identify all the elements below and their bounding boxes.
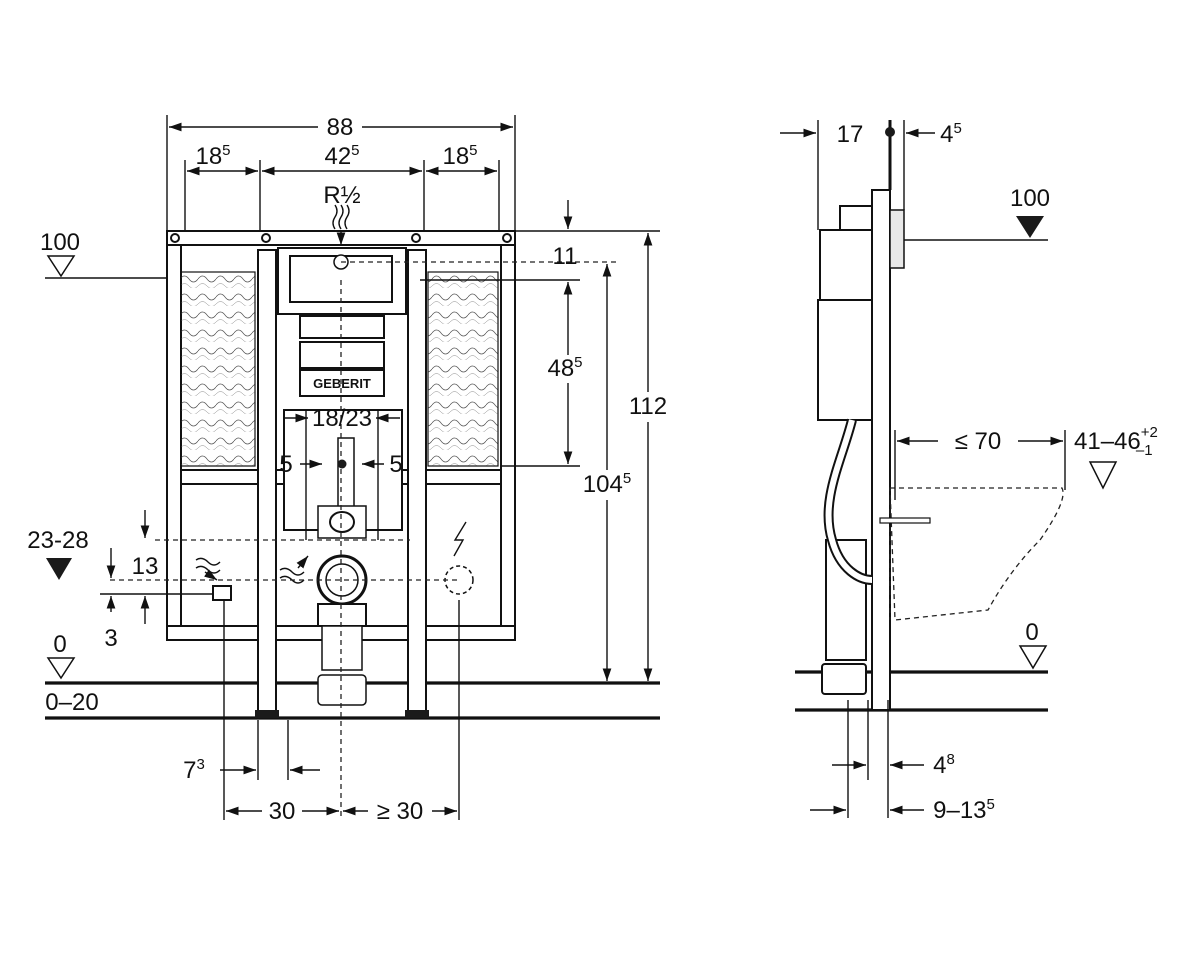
tap-fitting [212, 585, 232, 601]
drain-pipe [316, 554, 368, 706]
dim-floor-to-supply: 1045 [583, 470, 631, 498]
dim-flush-plate: 485 [547, 354, 582, 382]
water-symbol [332, 204, 350, 230]
dim-width-total: 88 [327, 114, 354, 141]
dim-4-5: 45 [940, 120, 962, 148]
level-top-label: 100 [40, 229, 80, 256]
dim-foot: 73 [183, 756, 205, 784]
level-top-marker [46, 255, 76, 278]
dim-30: 30 [269, 798, 296, 825]
level-floor-label: 0 [53, 631, 66, 658]
side-flush-plate [889, 209, 905, 269]
side-view: 17 45 100 ≤ 70 41–46+2–1 0 48 9–135 [780, 120, 1158, 824]
water-inlet-symbol-left [195, 557, 221, 574]
dim-center-bay: 425 [324, 142, 359, 170]
dim-ge-30: ≥ 30 [377, 798, 424, 825]
dim-bolt-spacing: 18/23 [312, 405, 372, 432]
level-floor-range-label: 0–20 [45, 689, 98, 716]
dim-right-bay: 185 [442, 142, 477, 170]
side-level-floor-label: 0 [1025, 619, 1038, 646]
dim-4-8: 48 [933, 751, 955, 779]
level-floor-marker [46, 657, 76, 680]
dim-bowl-height: 41–46+2–1 [1074, 424, 1158, 459]
water-connection-label: R½ [323, 182, 360, 209]
side-level-floor-marker [1018, 645, 1048, 670]
wc-bowl-outline [889, 487, 1064, 621]
level-drain-marker [46, 558, 72, 580]
dim-total-height: 112 [629, 393, 667, 420]
dim-le-70: ≤ 70 [955, 428, 1002, 455]
dim-left-bay: 185 [195, 142, 230, 170]
side-frame-post [871, 189, 891, 711]
side-cistern [817, 205, 873, 695]
dim-top-to-supply: 11 [553, 243, 578, 270]
dim-drain-height: 23-28 [27, 527, 88, 554]
bowl-bolt [879, 517, 931, 524]
water-inlet-symbol-right [279, 567, 305, 584]
bowl-level-marker [1088, 461, 1118, 490]
dim-9-13: 9–135 [933, 796, 995, 824]
geberit-logo: GEBERIT [313, 376, 371, 391]
left-board-panel [180, 271, 256, 467]
dim-13: 13 [132, 553, 159, 580]
side-level-top-label: 100 [1010, 185, 1050, 212]
dim-offset-left: 5 [279, 451, 292, 478]
lightning-icon [453, 521, 467, 557]
front-view: GEBERIT [27, 114, 671, 825]
dim-offset-right: 5 [389, 451, 402, 478]
dim-depth-17: 17 [837, 121, 864, 148]
electrical-box [444, 565, 474, 595]
side-level-top-marker [1016, 216, 1044, 238]
right-board-panel [427, 271, 499, 467]
cistern [277, 247, 407, 539]
dim-3: 3 [104, 625, 117, 652]
